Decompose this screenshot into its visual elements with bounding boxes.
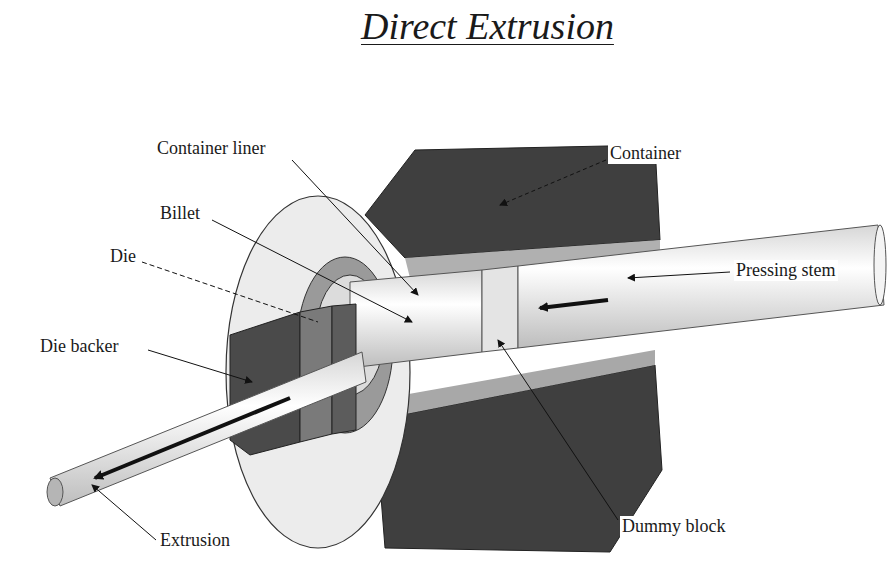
part-label: Container xyxy=(608,143,683,164)
leader-line xyxy=(628,272,730,278)
part-label: Extrusion xyxy=(158,530,232,551)
leader-line xyxy=(292,160,418,295)
part-label: Container liner xyxy=(155,138,267,159)
part-label: Die xyxy=(108,246,138,267)
flow-arrow xyxy=(95,398,290,478)
part-label: Billet xyxy=(158,203,202,224)
press-arrow xyxy=(540,300,608,308)
container-liner-cut xyxy=(375,350,655,420)
leader-line xyxy=(142,262,318,322)
part-label: Die backer xyxy=(38,336,120,357)
leader-line xyxy=(92,485,156,540)
stem-end xyxy=(874,225,886,305)
extrusion-rod xyxy=(50,352,366,506)
part-label: Dummy block xyxy=(620,516,728,537)
pressing-stem xyxy=(518,225,884,348)
leader-line xyxy=(148,350,252,382)
leader-line xyxy=(212,220,412,322)
leader-line xyxy=(498,340,618,520)
dummy-block xyxy=(482,266,518,352)
part-label: Pressing stem xyxy=(734,260,838,281)
rod-end xyxy=(47,478,63,506)
billet xyxy=(350,270,482,368)
diagram-title: Direct Extrusion xyxy=(361,4,614,48)
leader-line xyxy=(500,160,606,205)
